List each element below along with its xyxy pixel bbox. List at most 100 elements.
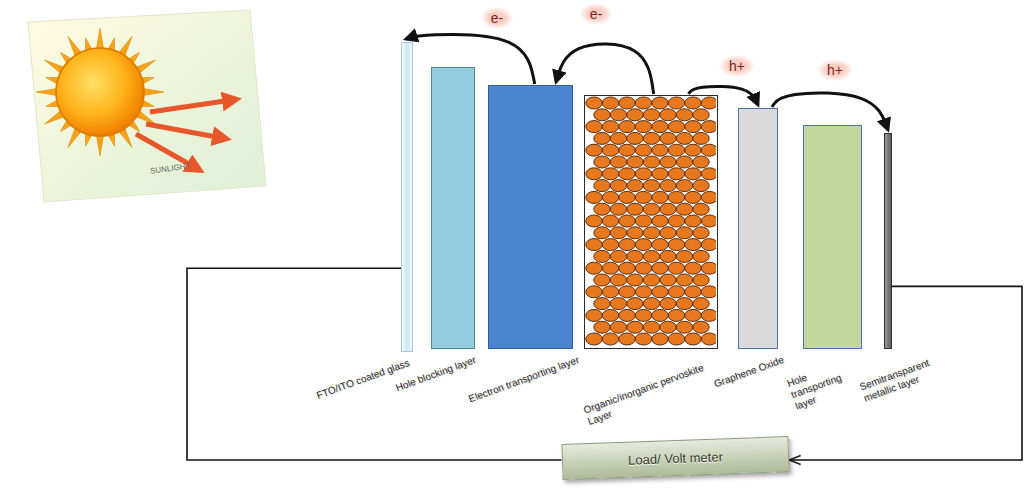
grain [610,321,626,333]
grain [693,109,709,121]
grain [668,215,684,227]
electron-transport-layer: Electron transporting layer [488,85,573,349]
grain [627,298,643,310]
grain [594,180,610,192]
grain [635,191,651,203]
sun-spike [96,28,104,50]
layer-label: Organic/inorganic pervoskite Layer [582,354,731,428]
grain [586,262,602,274]
grain [619,191,635,203]
grain [586,239,602,251]
grain [660,180,676,192]
grain [610,180,626,192]
grain [685,168,701,180]
grain [627,156,643,168]
grain [619,168,635,180]
grain [627,227,643,239]
grain [660,109,676,121]
grain [660,274,676,286]
grain [627,109,643,121]
grain [701,121,716,133]
grain [594,321,610,333]
grain [586,309,602,321]
grain [685,262,701,274]
grain [676,203,692,215]
light-arrow [146,124,222,138]
sun-spike [96,134,104,156]
grain [676,274,692,286]
grain [643,227,659,239]
grain [643,298,659,310]
grain [685,144,701,156]
grain [660,156,676,168]
grain [685,97,701,109]
grain [652,309,668,321]
grain [619,239,635,251]
grain [627,180,643,192]
sun-spike [36,88,58,96]
perovskite-layer: Organic/inorganic pervoskite Layer [584,95,718,349]
grain [693,156,709,168]
grain [627,203,643,215]
grain [602,239,618,251]
grain [676,109,692,121]
carrier-label: e- [481,7,513,29]
grain [610,156,626,168]
grain [610,274,626,286]
grain [701,239,716,251]
grain [685,333,701,345]
grain [635,144,651,156]
grain [652,333,668,345]
grain [668,121,684,133]
grain [676,156,692,168]
grain [602,97,618,109]
grain [685,286,701,298]
grain [693,132,709,144]
grain [701,262,716,274]
grain [668,333,684,345]
grain [693,180,709,192]
grain [586,168,602,180]
grain [619,262,635,274]
grain [643,132,659,144]
grain [643,274,659,286]
grain [610,203,626,215]
grain [643,203,659,215]
grain [685,215,701,227]
grain [602,309,618,321]
grain [594,132,610,144]
grain [693,203,709,215]
grain [660,132,676,144]
layer-label: Hole transporting layer [785,354,865,412]
grain [652,97,668,109]
grain [594,250,610,262]
grain [619,215,635,227]
grain [701,97,716,109]
grain [668,286,684,298]
grain [676,227,692,239]
grain [602,191,618,203]
grain [635,168,651,180]
grain [693,250,709,262]
grain [676,321,692,333]
carrier-label: h+ [719,55,755,77]
grain [652,121,668,133]
grain [676,298,692,310]
grain [660,203,676,215]
grain [668,144,684,156]
grain [635,309,651,321]
grain [619,121,635,133]
grain [668,262,684,274]
grain [594,156,610,168]
grain [652,144,668,156]
layer-label: Graphene Oxide [712,354,785,390]
sun-disc [56,48,144,136]
grain [627,132,643,144]
perovskite-grains [585,96,716,347]
grain [610,250,626,262]
grain [602,144,618,156]
grain [652,262,668,274]
grain [643,109,659,121]
grain [619,97,635,109]
grain [619,286,635,298]
